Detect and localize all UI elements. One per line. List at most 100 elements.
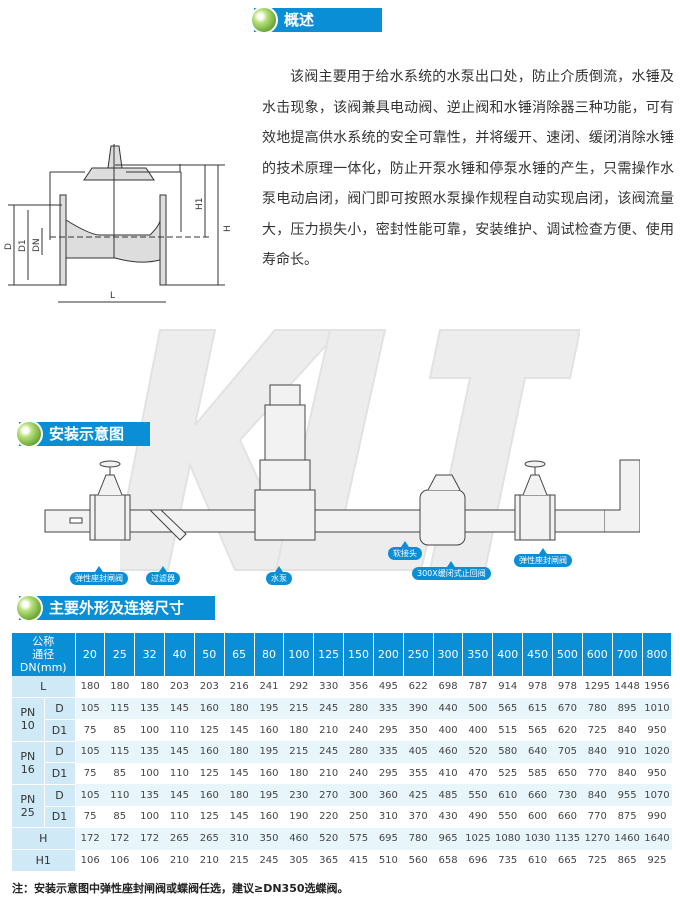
table-cell: 865 [617,854,637,866]
dn-column-header: 500 [552,633,583,676]
table-cell: 265 [164,827,195,850]
table-cell: 620 [557,724,577,736]
table-cell: 965 [433,827,463,850]
table-cell: 698 [438,681,458,693]
table-cell: 180 [80,681,100,693]
table-cell: 115 [104,741,135,763]
table-cell: 895 [612,697,643,720]
table-cell: 125 [199,724,219,736]
dn-column-header: 400 [492,633,524,676]
table-cell: 1270 [582,827,613,850]
table-cell: 615 [522,697,553,720]
table-cell: 658 [438,854,458,866]
table-cell: 135 [134,741,165,763]
table-cell: 216 [229,681,249,693]
dn-column-header: 80 [254,633,285,676]
table-cell: 230 [283,784,314,807]
table-cell: 515 [498,724,518,736]
table-cell: 172 [104,827,135,850]
table-cell: 245 [313,697,344,720]
dn-column-header: 20 [75,633,106,676]
table-cell: 295 [378,724,398,736]
table-cell: 770 [587,768,607,780]
table-cell: 215 [283,741,314,763]
dn-column-header: 300 [433,633,464,676]
table-cell: 525 [498,768,518,780]
table-cell: 1025 [462,827,493,850]
table-cell: 1135 [552,827,583,850]
table-cell: 914 [498,681,518,693]
table-cell: 1020 [642,741,672,763]
table-cell: 610 [492,784,523,807]
table-cell: 490 [468,811,488,823]
table-cell: 430 [438,811,458,823]
label-check-valve: 300X缓闭式止回阀 [412,561,491,580]
table-cell: 370 [408,811,428,823]
table-cell: 245 [313,741,344,763]
table-cell: 270 [313,784,344,807]
table-cell: 180 [289,724,309,736]
table-cell: 145 [164,741,195,763]
table-cell: 410 [438,768,458,780]
table-cell: 355 [408,768,428,780]
table-cell: 180 [140,681,160,693]
table-cell: 310 [378,811,398,823]
table-cell: 85 [113,811,127,823]
table-cell: 600 [528,811,548,823]
table-cell: 550 [498,811,518,823]
table-cell: 160 [194,697,225,720]
row-label: D [44,784,76,807]
table-cell: 365 [319,854,339,866]
section-title: 主要外形及连接尺寸 [49,599,185,617]
table-cell: 215 [229,854,249,866]
dn-column-header: 40 [164,633,195,676]
table-cell: 195 [254,697,284,720]
table-cell: 75 [83,724,97,736]
table-cell: 210 [319,768,339,780]
section-header-install: 安装示意图 [15,420,150,448]
table-cell: 210 [169,854,189,866]
table-cell: 356 [348,681,369,693]
dn-column-header: 50 [194,633,225,676]
dim-h-label: H [223,225,233,232]
dim-d1-label: D1 [18,239,28,252]
table-cell: 125 [199,768,219,780]
table-cell: 85 [113,768,127,780]
table-cell: 1295 [584,681,610,693]
section-title: 概述 [284,11,315,29]
table-cell: 105 [75,697,105,720]
table-cell: 106 [80,854,100,866]
dim-h1-label: H1 [195,198,205,211]
table-cell: 560 [408,854,428,866]
label-pump: 水泵 [266,566,292,585]
table-cell: 203 [169,681,189,693]
row-label: H [12,827,76,850]
dn-column-header: 125 [313,633,345,676]
table-cell: 580 [492,741,523,763]
table-cell: 100 [140,724,160,736]
dn-column-header: 700 [612,633,643,676]
row-label: D [44,741,76,764]
table-cell: 950 [647,768,667,780]
dim-d-label: D [4,243,14,250]
table-cell: 210 [199,854,219,866]
table-cell: 725 [587,724,607,736]
table-cell: 145 [229,724,249,736]
table-cell: 840 [617,724,637,736]
table-cell: 730 [552,784,583,807]
table-cell: 990 [647,811,667,823]
table-cell: 280 [343,741,374,763]
table-cell: 350 [254,827,284,850]
overview-text: 该阀主要用于给水系统的水泵出口处，防止介质倒流，水锤及水击现象，该阀兼具电动阀、… [262,69,674,268]
table-cell: 245 [259,854,279,866]
table-cell: 292 [289,681,309,693]
table-cell: 160 [259,768,279,780]
